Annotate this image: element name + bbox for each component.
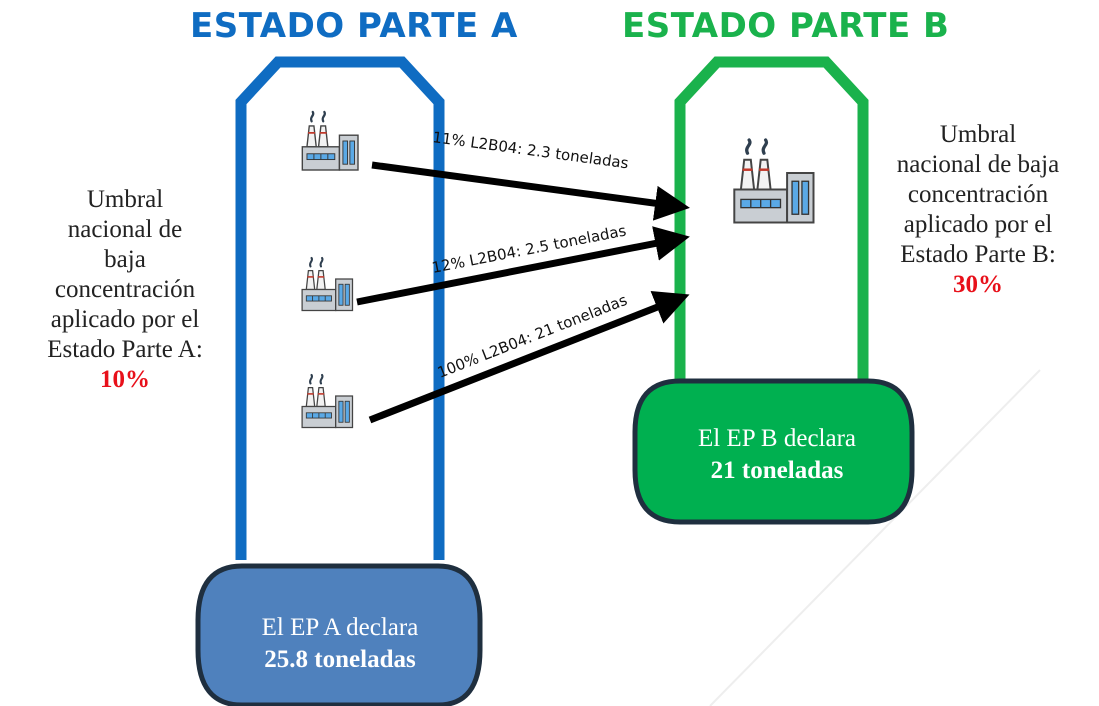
declaration-amount: 21 toneladas — [710, 457, 844, 484]
state-b-declaration: El EP B declara 21 toneladas — [632, 423, 922, 487]
threshold-line: nacional de baja — [896, 151, 1060, 178]
state-b-threshold-note: Umbral nacional de baja concentración ap… — [858, 120, 1098, 300]
threshold-line: Estado Parte B: — [900, 241, 1056, 268]
threshold-line: Umbral — [86, 186, 164, 213]
state-a-threshold-value: 10% — [100, 366, 150, 393]
transfer-label: 100% L2B04: 21 toneladas — [435, 291, 630, 382]
declaration-amount: 25.8 toneladas — [264, 646, 416, 673]
transfer-label: 11% L2B04: 2.3 toneladas — [431, 128, 629, 172]
transfer-arrow — [371, 161, 690, 221]
threshold-line: concentración — [54, 276, 196, 303]
threshold-line: concentración — [907, 181, 1049, 208]
state-a-threshold-note: Umbral nacional de baja concentración ap… — [0, 185, 250, 395]
declaration-label: El EP B declara — [697, 425, 857, 452]
threshold-line: baja — [104, 246, 146, 273]
transfer-arrow — [368, 290, 690, 424]
state-b-title: ESTADO PARTE B — [622, 6, 950, 46]
threshold-line: Umbral — [939, 121, 1017, 148]
state-a-base — [195, 563, 483, 706]
transfer-arrow — [356, 226, 690, 306]
decorative-line — [709, 369, 1041, 706]
state-b-base — [632, 378, 915, 525]
threshold-line: aplicado por el — [50, 306, 200, 333]
state-a-declaration: El EP A declara 25.8 toneladas — [195, 612, 485, 676]
threshold-line: nacional de — [67, 216, 183, 243]
declaration-label: El EP A declara — [261, 614, 419, 641]
state-b-container — [674, 56, 869, 390]
state-b-threshold-value: 30% — [953, 271, 1003, 298]
state-a-title: ESTADO PARTE A — [190, 6, 518, 46]
threshold-line: Estado Parte A: — [47, 336, 203, 363]
threshold-line: aplicado por el — [903, 211, 1053, 238]
